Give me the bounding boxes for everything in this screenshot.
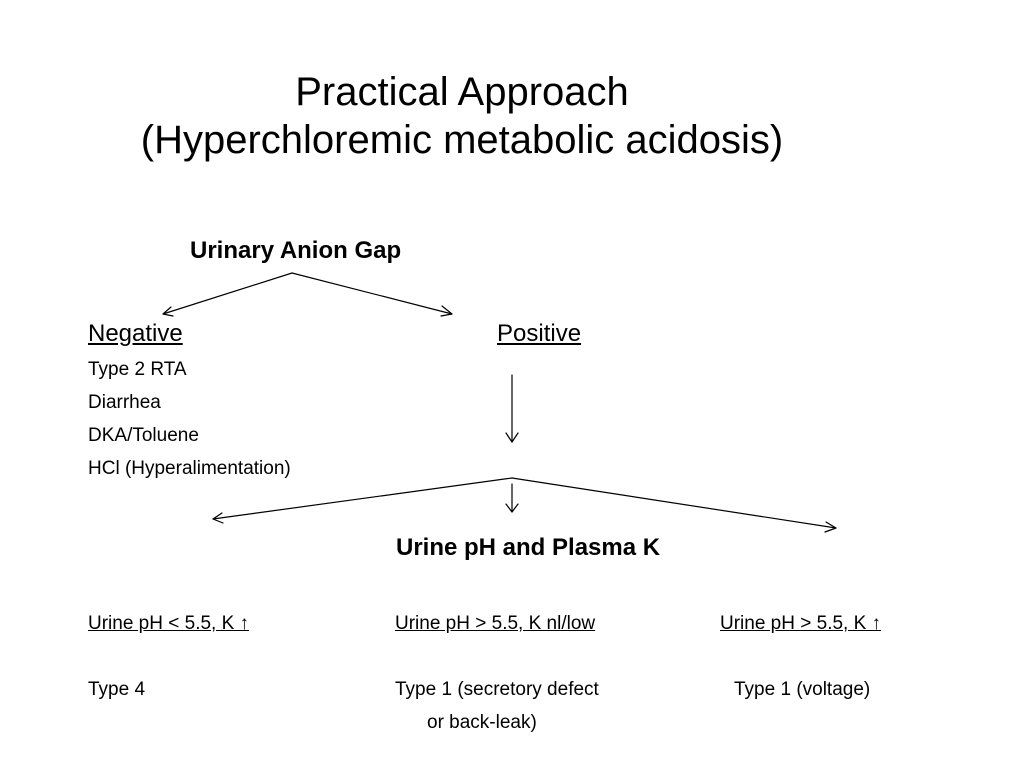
list-item: HCl (Hyperalimentation) [88,458,291,479]
result-type-1-secretory-line-1: Type 1 (secretory defect [395,679,599,700]
condition-high-ph-normal-low-k: Urine pH > 5.5, K nl/low [395,613,596,634]
arrow-fork-left [212,477,513,524]
result-type-1-voltage: Type 1 (voltage) [734,679,871,700]
title-line-2: (Hyperchloremic metabolic acidosis) [140,118,784,162]
condition-high-ph-high-k: Urine pH > 5.5, K ↑ [720,613,882,634]
root-node-urinary-anion-gap: Urinary Anion Gap [190,237,402,264]
second-node-urine-ph-plasma-k: Urine pH and Plasma K [396,534,661,561]
list-item: Diarrhea [88,392,161,413]
arrow-to-positive [291,272,453,317]
list-item: Type 2 RTA [88,359,187,380]
arrow-down-from-positive [505,374,519,443]
title-line-1: Practical Approach [295,70,629,114]
slide-title: Practical Approach (Hyperchloremic metab… [0,68,924,164]
arrow-fork-down [505,483,519,513]
branch-negative-label: Negative [88,320,183,347]
condition-low-ph-high-k: Urine pH < 5.5, K ↑ [88,613,250,634]
result-type-1-secretory-line-2: or back-leak) [427,712,537,733]
branch-positive-label: Positive [497,320,582,347]
arrow-to-negative [162,272,293,317]
result-type-4: Type 4 [88,679,146,700]
arrow-fork-right [511,477,837,533]
list-item: DKA/Toluene [88,425,199,446]
